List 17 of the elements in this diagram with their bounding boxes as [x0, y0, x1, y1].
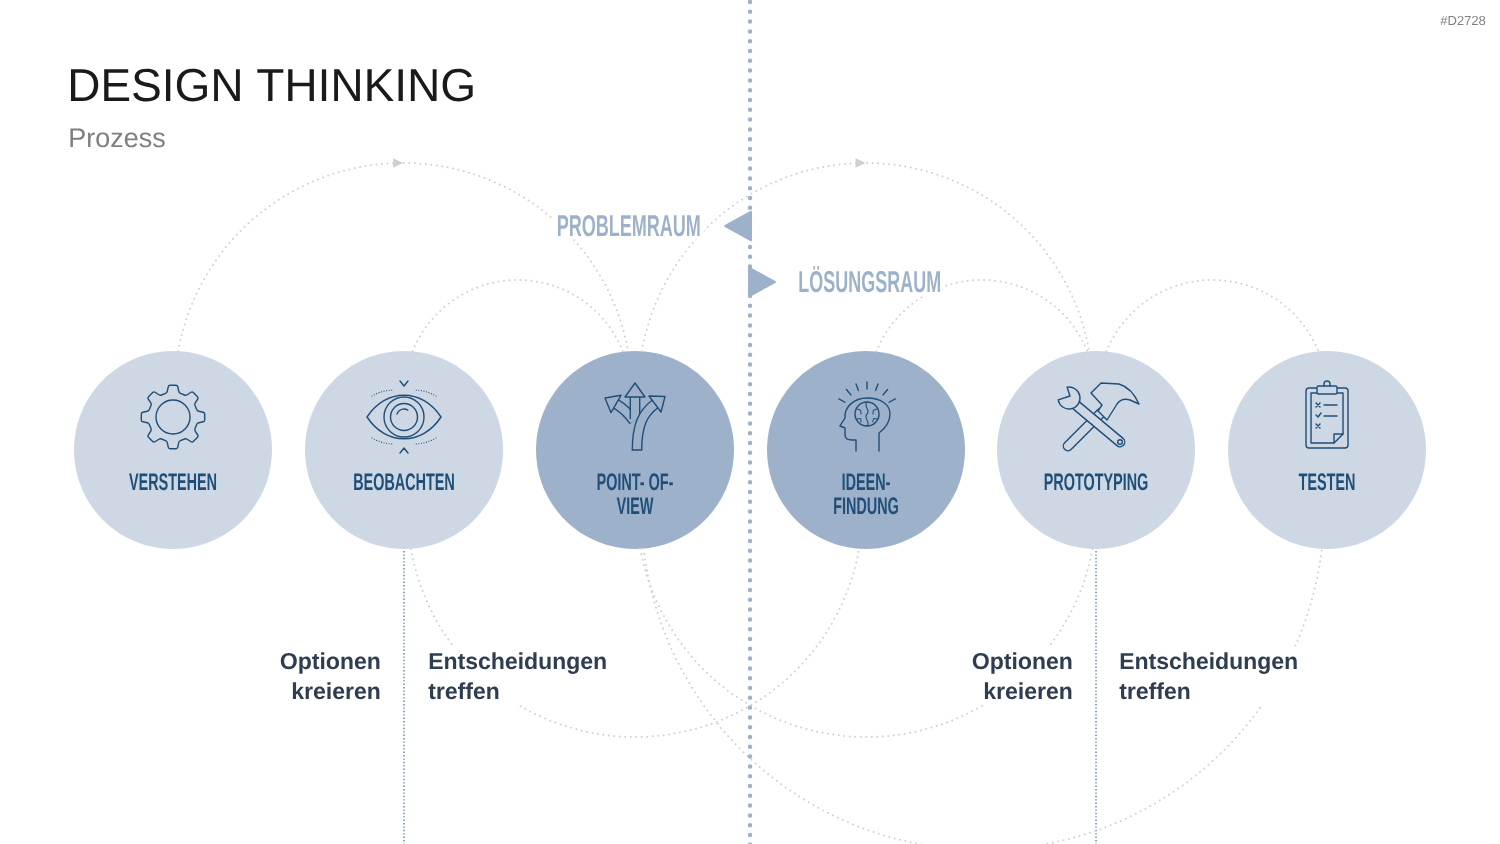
curved-arrow — [177, 158, 630, 353]
subtitle: Prozess — [70, 128, 165, 148]
curved-arrow — [640, 158, 1091, 353]
curved-line — [639, 547, 1094, 738]
space-label: LÖSUNGSRAUM — [795, 263, 945, 296]
slide-code: #D2728 — [1440, 15, 1486, 26]
space-label: PROBLEMRAUM — [553, 212, 704, 240]
phase-label: Entscheidungen treffen — [422, 646, 625, 706]
phase-label: Entscheidungen treffen — [1113, 646, 1316, 706]
phase-label: Optionen kreieren — [951, 646, 1079, 706]
phase-label: Optionen kreieren — [259, 646, 387, 706]
curved-line — [1105, 279, 1320, 353]
title: DESIGN THINKING — [71, 68, 473, 102]
curved-line — [875, 279, 1089, 353]
curved-line — [409, 547, 861, 738]
curved-line — [642, 547, 1323, 844]
curved-line — [411, 279, 624, 353]
